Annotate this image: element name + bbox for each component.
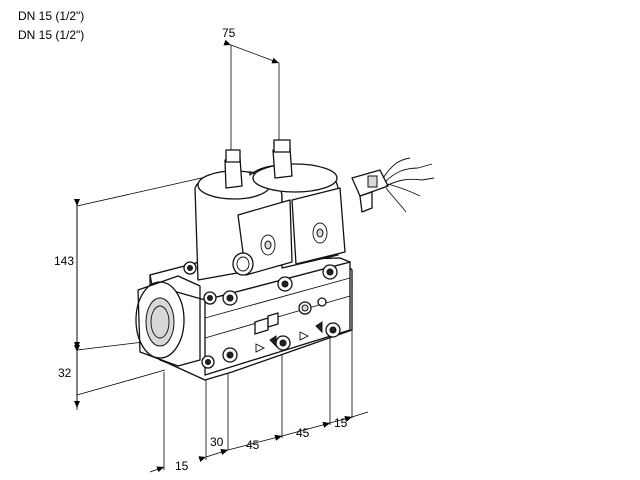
dim-15-right: 15 (334, 416, 348, 430)
dim-15-bottom: 15 (175, 459, 189, 473)
dim-143: 143 (54, 254, 74, 268)
dim-45-first: 45 (246, 438, 260, 452)
connector-plug (351, 157, 435, 213)
header-line-1: DN 15 (1/2") (18, 9, 85, 23)
dim-32: 32 (58, 366, 72, 380)
bolts (183, 261, 341, 369)
valve-body (135, 139, 353, 381)
dim-30: 30 (210, 435, 224, 449)
dim-75: 75 (222, 26, 236, 40)
dim-45-second: 45 (296, 426, 310, 440)
header-line-2: DN 15 (1/2") (18, 28, 85, 42)
